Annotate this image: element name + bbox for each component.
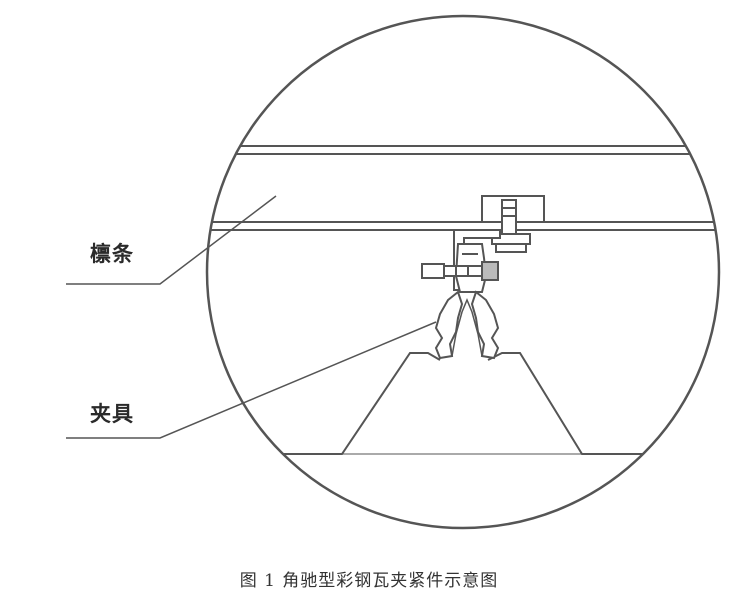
- purlin-label: 檩条: [90, 242, 134, 266]
- leader-clamp: [66, 321, 437, 439]
- figure-caption: 图 1 角驰型彩钢瓦夹紧件示意图: [239, 571, 499, 591]
- detail-circle: [205, 14, 721, 530]
- purlin-beam: [207, 145, 719, 231]
- clamp-assembly: [421, 195, 545, 360]
- leader-purlin: [66, 195, 277, 285]
- roof-sheet: [207, 352, 719, 455]
- clamp-label: 夹具: [90, 402, 134, 426]
